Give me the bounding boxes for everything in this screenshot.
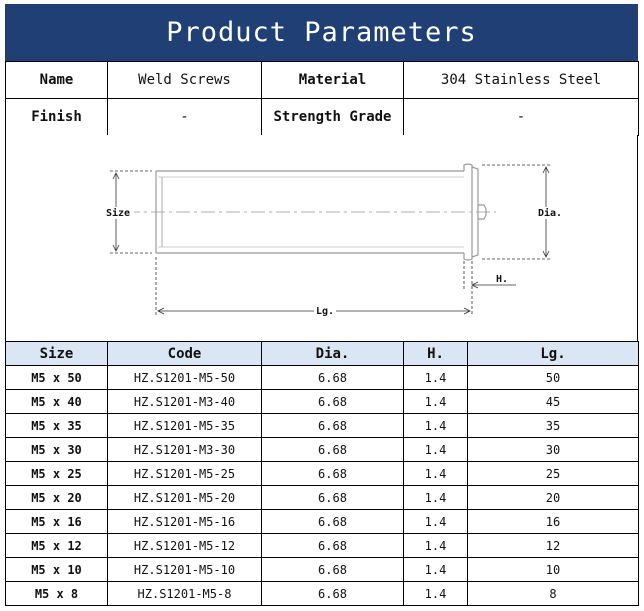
lg-cell: 50 <box>467 365 639 390</box>
col-header-dia: Dia. <box>261 341 404 366</box>
col-header-lg: Lg. <box>467 341 639 366</box>
size-arrow-top <box>112 172 120 180</box>
lg-cell: 35 <box>467 413 639 438</box>
h-arrow <box>471 281 479 289</box>
size-cell: M5 x 16 <box>5 509 108 534</box>
lg-cell: 25 <box>467 461 639 486</box>
dia-cell: 6.68 <box>261 485 404 510</box>
finish-label: Finish <box>5 98 108 136</box>
code-cell: HZ.S1201-M5-25 <box>107 461 262 486</box>
col-header-code: Code <box>107 341 262 366</box>
lg-cell: 12 <box>467 533 639 558</box>
code-cell: HZ.S1201-M5-50 <box>107 365 262 390</box>
info-table: Name Weld Screws Material 304 Stainless … <box>5 61 639 136</box>
code-cell: HZ.S1201-M5-16 <box>107 509 262 534</box>
h-dim-label: H. <box>496 274 508 285</box>
info-row: Finish - Strength Grade - <box>5 98 639 136</box>
specs-header-row: Size Code Dia. H. Lg. <box>5 341 639 366</box>
finish-value: - <box>107 98 262 136</box>
size-arrow-bottom <box>112 244 120 252</box>
lg-cell: 10 <box>467 557 639 582</box>
dia-cell: 6.68 <box>261 509 404 534</box>
product-sheet: Product Parameters Name Weld Screws Mate… <box>5 4 639 607</box>
lg-cell: 8 <box>467 581 639 606</box>
lg-cell: 20 <box>467 485 639 510</box>
material-label: Material <box>261 61 404 99</box>
dia-cell: 6.68 <box>261 581 404 606</box>
grade-value: - <box>403 98 639 136</box>
size-cell: M5 x 30 <box>5 437 108 462</box>
h-cell: 1.4 <box>403 413 468 438</box>
dia-dim-label: Dia. <box>538 207 562 219</box>
dia-cell: 6.68 <box>261 461 404 486</box>
dia-cell: 6.68 <box>261 365 404 390</box>
size-dim-label: Size <box>106 207 130 219</box>
size-cell: M5 x 35 <box>5 413 108 438</box>
screw-diagram: Size Dia. H. Lg. <box>5 135 638 342</box>
lg-cell: 30 <box>467 437 639 462</box>
code-cell: HZ.S1201-M5-20 <box>107 485 262 510</box>
h-cell: 1.4 <box>403 461 468 486</box>
grade-label: Strength Grade <box>261 98 404 136</box>
name-label: Name <box>5 61 108 99</box>
dia-cell: 6.68 <box>261 413 404 438</box>
h-cell: 1.4 <box>403 437 468 462</box>
code-cell: HZ.S1201-M5-8 <box>107 581 262 606</box>
h-cell: 1.4 <box>403 557 468 582</box>
size-cell: M5 x 50 <box>5 365 108 390</box>
lg-arrow-left <box>157 307 165 315</box>
page-title: Product Parameters <box>5 4 638 61</box>
material-value: 304 Stainless Steel <box>403 61 639 99</box>
size-cell: M5 x 40 <box>5 389 108 414</box>
col-header-size: Size <box>5 341 108 366</box>
dia-arrow-top <box>542 166 550 174</box>
code-cell: HZ.S1201-M5-12 <box>107 533 262 558</box>
lg-dim-label: Lg. <box>316 306 334 317</box>
dia-cell: 6.68 <box>261 437 404 462</box>
lg-cell: 16 <box>467 509 639 534</box>
h-cell: 1.4 <box>403 509 468 534</box>
h-cell: 1.4 <box>403 485 468 510</box>
dia-cell: 6.68 <box>261 533 404 558</box>
size-cell: M5 x 12 <box>5 533 108 558</box>
size-cell: M5 x 10 <box>5 557 108 582</box>
screw-drawing: Size Dia. H. Lg. <box>102 163 566 317</box>
size-cell: M5 x 8 <box>5 581 108 606</box>
info-row: Name Weld Screws Material 304 Stainless … <box>5 61 639 99</box>
size-cell: M5 x 20 <box>5 485 108 510</box>
code-cell: HZ.S1201-M3-30 <box>107 437 262 462</box>
h-cell: 1.4 <box>403 581 468 606</box>
dia-arrow-bottom <box>542 250 550 258</box>
dia-cell: 6.68 <box>261 389 404 414</box>
code-cell: HZ.S1201-M5-10 <box>107 557 262 582</box>
h-cell: 1.4 <box>403 365 468 390</box>
col-header-h: H. <box>403 341 468 366</box>
dia-cell: 6.68 <box>261 557 404 582</box>
lg-arrow-right <box>463 307 471 315</box>
code-cell: HZ.S1201-M5-35 <box>107 413 262 438</box>
lg-cell: 45 <box>467 389 639 414</box>
name-value: Weld Screws <box>107 61 262 99</box>
h-cell: 1.4 <box>403 389 468 414</box>
code-cell: HZ.S1201-M3-40 <box>107 389 262 414</box>
size-cell: M5 x 25 <box>5 461 108 486</box>
h-cell: 1.4 <box>403 533 468 558</box>
